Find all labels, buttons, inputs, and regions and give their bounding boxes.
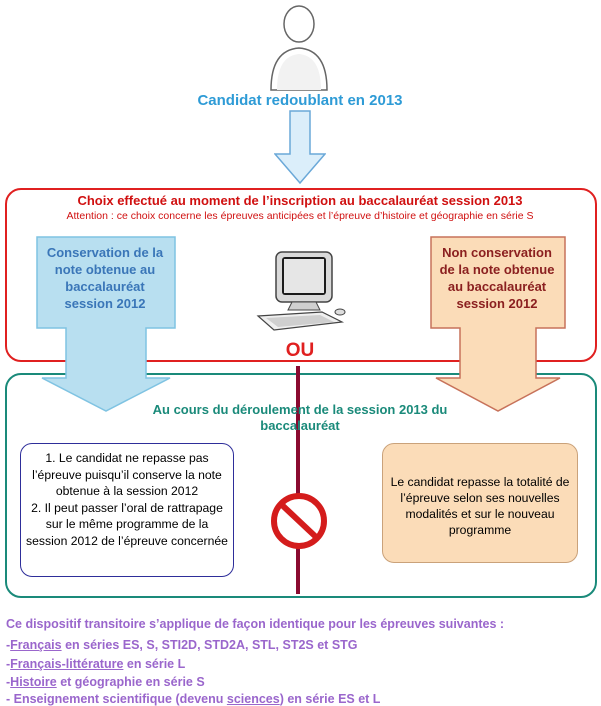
left-option-arrow xyxy=(36,236,176,412)
right-option-arrow xyxy=(430,236,566,412)
down-arrow-top xyxy=(274,110,326,184)
keep-grade-result-text: 1. Le candidat ne repasse pas l’épreuve … xyxy=(24,450,230,549)
choice-subtitle: Attention : ce choix concerne les épreuv… xyxy=(66,210,534,222)
separator-line xyxy=(296,366,300,594)
choice-title: Choix effectué au moment de l’inscriptio… xyxy=(77,193,523,208)
retake-result-text: Le candidat repasse la totalité de l’épr… xyxy=(390,475,570,537)
footer-intro: Ce dispositif transitoire s’applique de … xyxy=(6,617,505,631)
course-box xyxy=(5,373,597,598)
keep-grade-point-2: 2. Il peut passer l’oral de rattrapage s… xyxy=(26,500,228,548)
retake-result-box xyxy=(382,443,578,563)
footer-item-francais-litterature: -Français-littérature en série L xyxy=(6,657,186,671)
person-icon xyxy=(270,5,328,91)
no-entry-icon xyxy=(271,493,327,549)
keep-grade-point-1: 1. Le candidat ne repasse pas l’épreuve … xyxy=(32,451,222,498)
or-label: OU xyxy=(285,340,315,361)
option-not-keep-grade: Non conservation de la note obtenue au b… xyxy=(439,245,555,311)
choice-box xyxy=(5,188,597,362)
computer-icon xyxy=(256,251,346,331)
footer-item-histoire: -Histoire et géographie en série S xyxy=(6,675,205,689)
option-keep-grade: Conservation de la note obtenue au bacca… xyxy=(46,245,164,311)
keep-grade-result-box xyxy=(20,443,234,577)
footer-item-francais: -Français en séries ES, S, STI2D, STD2A,… xyxy=(6,638,358,652)
course-title: Au cours du déroulement de la session 20… xyxy=(152,402,448,433)
footer-item-sciences: - Enseignement scientifique (devenu scie… xyxy=(6,692,381,706)
candidate-title: Candidat redoublant en 2013 xyxy=(197,92,403,109)
